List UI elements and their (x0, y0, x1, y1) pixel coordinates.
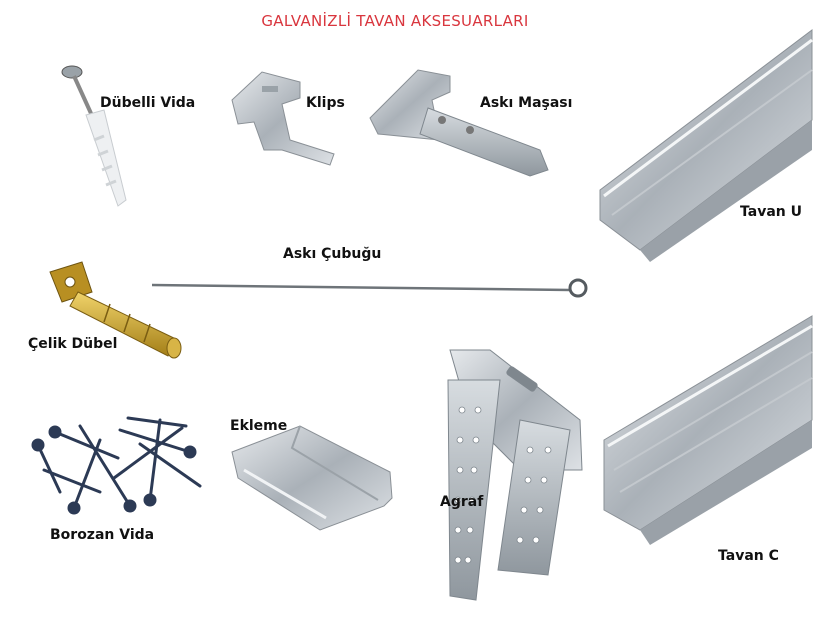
label-ekleme: Ekleme (230, 418, 288, 434)
page-title: GALVANİZLİ TAVAN AKSESUARLARI (261, 12, 529, 30)
label-klips: Klips (306, 95, 345, 111)
label-aski-cubugu: Askı Çubuğu (283, 246, 382, 262)
label-celik-dubel: Çelik Dübel (28, 336, 118, 352)
label-aski-masasi: Askı Maşası (480, 95, 573, 111)
aski-masasi-image (369, 69, 549, 177)
agraf-image (447, 349, 583, 601)
tavan-c-image (603, 315, 813, 545)
celik-dubel-image (49, 261, 182, 359)
label-agraf: Agraf (440, 494, 484, 510)
borozan-vida-image (31, 416, 202, 515)
label-tavan-u: Tavan U (740, 204, 802, 220)
klips-image (231, 71, 335, 166)
dubelli-vida-image (61, 65, 127, 207)
tavan-u-image (599, 28, 813, 262)
label-borozan-vida: Borozan Vida (50, 527, 155, 543)
aski-cubugu-image (151, 278, 588, 298)
ekleme-image (231, 425, 393, 531)
label-dubelli-vida: Dübelli Vida (100, 95, 196, 111)
label-tavan-c: Tavan C (718, 548, 779, 564)
